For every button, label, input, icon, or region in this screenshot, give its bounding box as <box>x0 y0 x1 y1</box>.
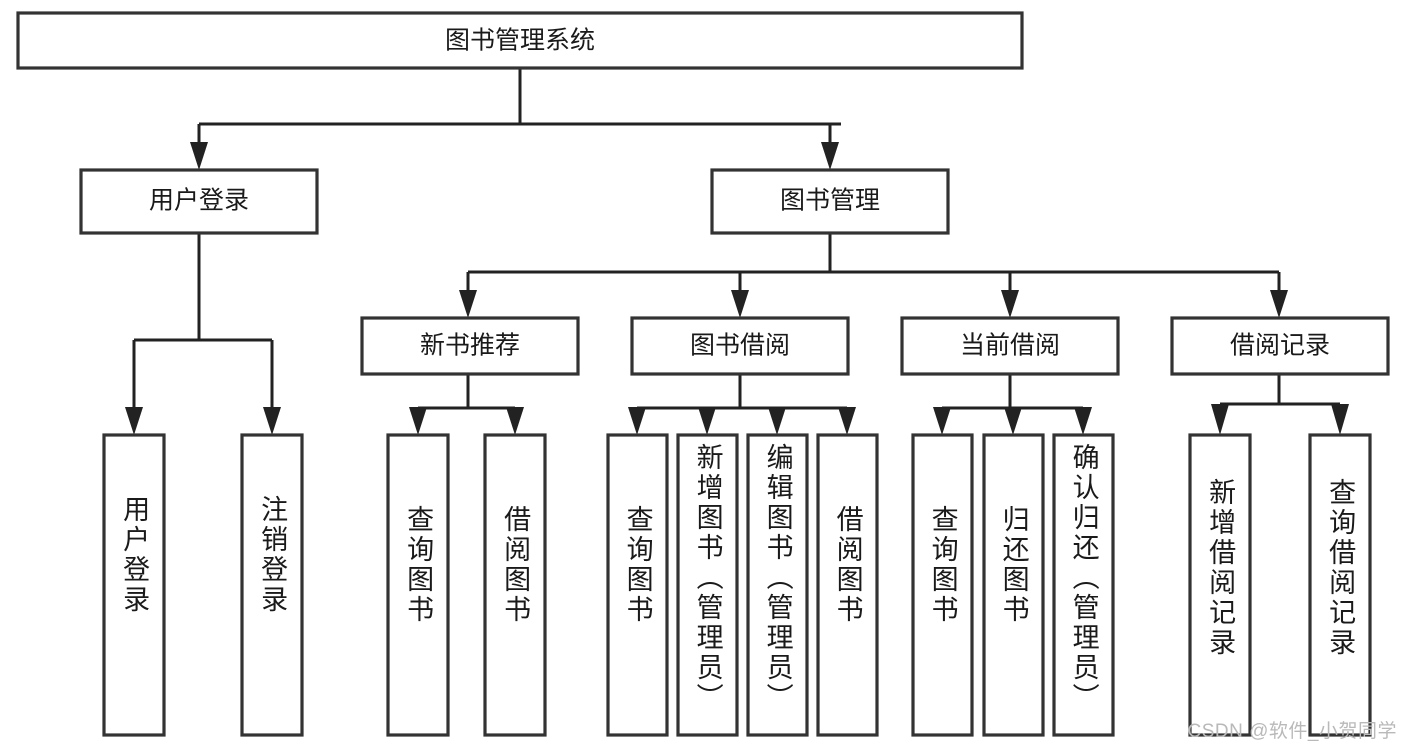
edges-newbook-to-leaves <box>409 374 524 435</box>
node-root-box[interactable] <box>16 11 1024 70</box>
leaf-box-borrow-book-2[interactable] <box>816 433 879 737</box>
arrow-to-borrow-record <box>1270 290 1288 318</box>
edges-bookmanage-to-level3 <box>459 233 1288 318</box>
node-book-manage[interactable]: 图书管理 <box>710 168 950 235</box>
arrow-leaf-return-book <box>1004 407 1022 435</box>
node-book-borrow-label: 图书借阅 <box>690 332 790 360</box>
leaf-box-edit-book[interactable] <box>746 433 809 737</box>
arrow-leaf-edit-book <box>768 407 786 435</box>
csdn-watermark: CSDN @软件_小贺同学 <box>1187 721 1397 742</box>
edges-borrowrecord-to-leaves <box>1211 374 1349 435</box>
node-root[interactable]: 图书管理系统 <box>16 11 1024 70</box>
leaf-box-query-book-3[interactable] <box>911 433 974 737</box>
node-current-borrow-label: 当前借阅 <box>960 332 1060 360</box>
arrow-to-current-borrow <box>1001 290 1019 318</box>
arrow-to-user-login <box>190 142 208 170</box>
arrow-leaf-query-book-3 <box>933 407 951 435</box>
leaf-box-logout-login[interactable] <box>240 433 304 737</box>
arrow-leaf-borrow-book-1 <box>506 407 524 435</box>
node-new-book-recommend-box[interactable] <box>360 316 580 376</box>
node-borrow-record-box[interactable] <box>1170 316 1390 376</box>
edges-currentborrow-to-leaves <box>933 374 1092 435</box>
arrow-leaf-query-book-2 <box>628 407 646 435</box>
leaf-box-query-book-1[interactable] <box>386 433 450 737</box>
arrow-leaf-user-login <box>125 407 143 435</box>
node-book-borrow[interactable]: 图书借阅 <box>630 316 850 376</box>
edges-bookborrow-to-leaves <box>628 374 856 435</box>
arrow-leaf-add-book <box>698 407 716 435</box>
leaf-box-borrow-book-1[interactable] <box>483 433 547 737</box>
arrow-leaf-logout-login <box>263 407 281 435</box>
node-user-login[interactable]: 用户登录 <box>79 168 319 235</box>
node-new-book-recommend-label: 新书推荐 <box>420 332 520 360</box>
node-user-login-label: 用户登录 <box>149 187 249 215</box>
node-current-borrow[interactable]: 当前借阅 <box>900 316 1120 376</box>
node-borrow-record-label: 借阅记录 <box>1230 332 1330 360</box>
arrow-to-book-manage <box>821 142 839 170</box>
edges-userlogin-to-leaves <box>125 233 281 435</box>
arrow-leaf-add-borrow-record <box>1211 404 1229 435</box>
node-new-book-recommend[interactable]: 新书推荐 <box>360 316 580 376</box>
edges-root-to-level2 <box>190 68 841 170</box>
node-root-label: 图书管理系统 <box>445 27 595 55</box>
leaf-box-confirm-return[interactable] <box>1052 433 1115 737</box>
leaf-box-user-login[interactable] <box>102 433 166 737</box>
node-book-manage-label: 图书管理 <box>780 187 880 215</box>
leaf-box-query-borrow-record[interactable] <box>1308 433 1372 737</box>
node-user-login-box[interactable] <box>79 168 319 235</box>
arrow-leaf-query-borrow-record <box>1331 404 1349 435</box>
leaf-box-add-borrow-record[interactable] <box>1188 433 1252 737</box>
node-borrow-record[interactable]: 借阅记录 <box>1170 316 1390 376</box>
arrow-leaf-confirm-return <box>1074 407 1092 435</box>
arrow-to-new-book-recommend <box>459 290 477 318</box>
node-book-borrow-box[interactable] <box>630 316 850 376</box>
node-current-borrow-box[interactable] <box>900 316 1120 376</box>
leaf-box-add-book[interactable] <box>676 433 739 737</box>
leaf-box-query-book-2[interactable] <box>606 433 669 737</box>
node-book-manage-box[interactable] <box>710 168 950 235</box>
arrow-leaf-query-book-1 <box>409 407 427 435</box>
leaf-box-return-book[interactable] <box>982 433 1045 737</box>
arrow-leaf-borrow-book-2 <box>838 407 856 435</box>
arrow-to-book-borrow <box>731 290 749 318</box>
